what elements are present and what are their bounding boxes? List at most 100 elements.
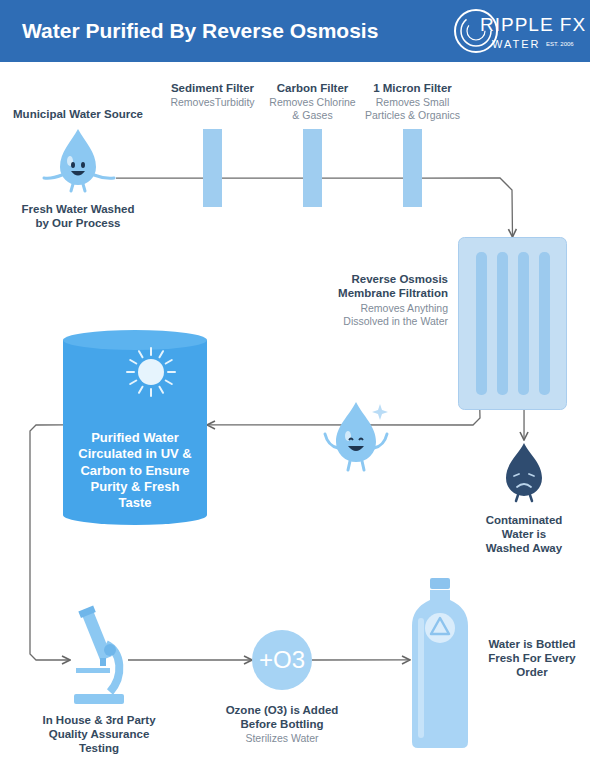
sun-ray [127,371,134,373]
node-outline [500,440,548,502]
node-outline [410,578,470,748]
drop-shine [345,431,351,441]
node-outline [303,129,322,207]
sun-ray [150,389,152,396]
microscope-lens [100,658,106,666]
sun-ray [160,351,164,357]
tank-top [63,330,207,350]
drop-smile [71,171,85,176]
node-text: Reverse Osmosis Membrane Filtration [324,273,448,301]
node-text: Municipal Water Source [8,108,148,122]
microscope-base [74,694,124,704]
drop-arm [325,434,338,448]
filter-node: Sediment FilterRemovesTurbidity [203,129,222,207]
node-outline [203,129,222,207]
drop-arm [94,175,114,178]
bottle-node: Water is Bottled Fresh For Every Order [410,578,470,748]
microscope-stage [76,668,110,673]
drop-arm [44,175,62,178]
flow-connector [128,659,252,660]
node-outline [40,125,116,193]
filter-node: Carbon FilterRemoves Chlorine & Gases [303,129,322,207]
logo-text: WATER [492,38,541,50]
drop-eye [349,439,353,441]
sun-ray [150,348,152,355]
flow-connector [222,177,303,178]
micro-node: In House & 3rd Party Quality Assurance T… [70,606,128,706]
node-text: In House & 3rd Party Quality Assurance T… [33,714,165,755]
membrane-tube [539,252,550,395]
logo-text: RIPPLE FX [480,14,586,36]
node-text: Ozone (O3) is Added Before Bottling [218,704,346,732]
flow-connector [523,410,524,440]
drop-leg [348,461,364,470]
flow-connector [312,659,410,660]
node-text: RemovesTurbidity [163,96,263,109]
node-text: Removes Small Particles & Organics [363,96,463,121]
happy-drop [325,402,388,470]
drop-eye [71,162,75,168]
node-text: Contaminated Water is Washed Away [481,514,567,555]
node-text: +O3 [252,630,312,690]
drop-body [60,129,96,185]
sun-icon [138,359,164,385]
sad-mouth [517,484,531,487]
node-text: Removes Chlorine & Gases [268,96,358,121]
bottle-shine [418,618,424,738]
flow-connector [116,177,203,178]
recycle-badge [425,613,455,643]
tank-body [63,340,207,525]
diagram-title: Water Purified By Reverse Osmosis [22,19,378,43]
filter-cartridge [303,129,322,207]
membrane-tube [518,252,529,395]
header-band [0,0,590,62]
drop-eye [359,439,363,441]
sparkle [372,404,388,420]
sad-leg [516,495,532,501]
sad-node: Contaminated Water is Washed Away [500,440,548,502]
tank-node: Purified Water Circulated in UV & Carbon… [63,330,207,525]
node-text: Sterilizes Water [218,732,346,745]
filter-cartridge [403,129,422,207]
membrane-tube [476,252,487,395]
node-text: Sediment Filter [143,82,282,96]
sad-drop-body [506,443,542,496]
drop-arm [374,434,387,448]
sun-ray [130,381,136,385]
microscope-knob [104,644,116,656]
bottle-cap [430,578,450,589]
drop-leg [71,184,85,191]
circle-node: +O3Ozone (O3) is Added Before BottlingSt… [252,630,312,690]
sun-ray [130,360,136,364]
membrane-tube [497,252,508,395]
flow-connector [322,177,403,178]
ozone-circle [252,630,312,690]
node-outline [70,606,128,706]
sun-ray [168,371,175,373]
node-text: Fresh Water Washed by Our Process [18,203,138,231]
flow-connector [207,410,480,425]
microscope-eyepiece [78,605,95,617]
sad-eye [514,474,534,476]
sun-ray [166,381,172,385]
ro-node: Reverse Osmosis Membrane FiltrationRemov… [458,237,567,410]
drop-smile [348,446,364,451]
node-text: Water is Bottled Fresh For Every Order [488,638,576,679]
node-outline [403,129,422,207]
sun-ray [166,360,172,364]
logo-text: EST. 2006 [546,41,574,47]
drop-node: Municipal Water SourceFresh Water Washed… [40,125,116,193]
node-text: Purified Water Circulated in UV & Carbon… [77,430,193,511]
recycle-symbol [431,618,449,634]
filter-node: 1 Micron FilterRemoves Small Particles &… [403,129,422,207]
filter-cartridge [203,129,222,207]
bottle-body [412,590,468,748]
sun-ray [139,351,143,357]
flow-connector [422,178,513,237]
node-outline [458,237,567,410]
drop-eye [81,162,85,168]
sun-ray [160,387,164,393]
node-text: Removes Anything Dissolved in the Water [324,302,448,327]
